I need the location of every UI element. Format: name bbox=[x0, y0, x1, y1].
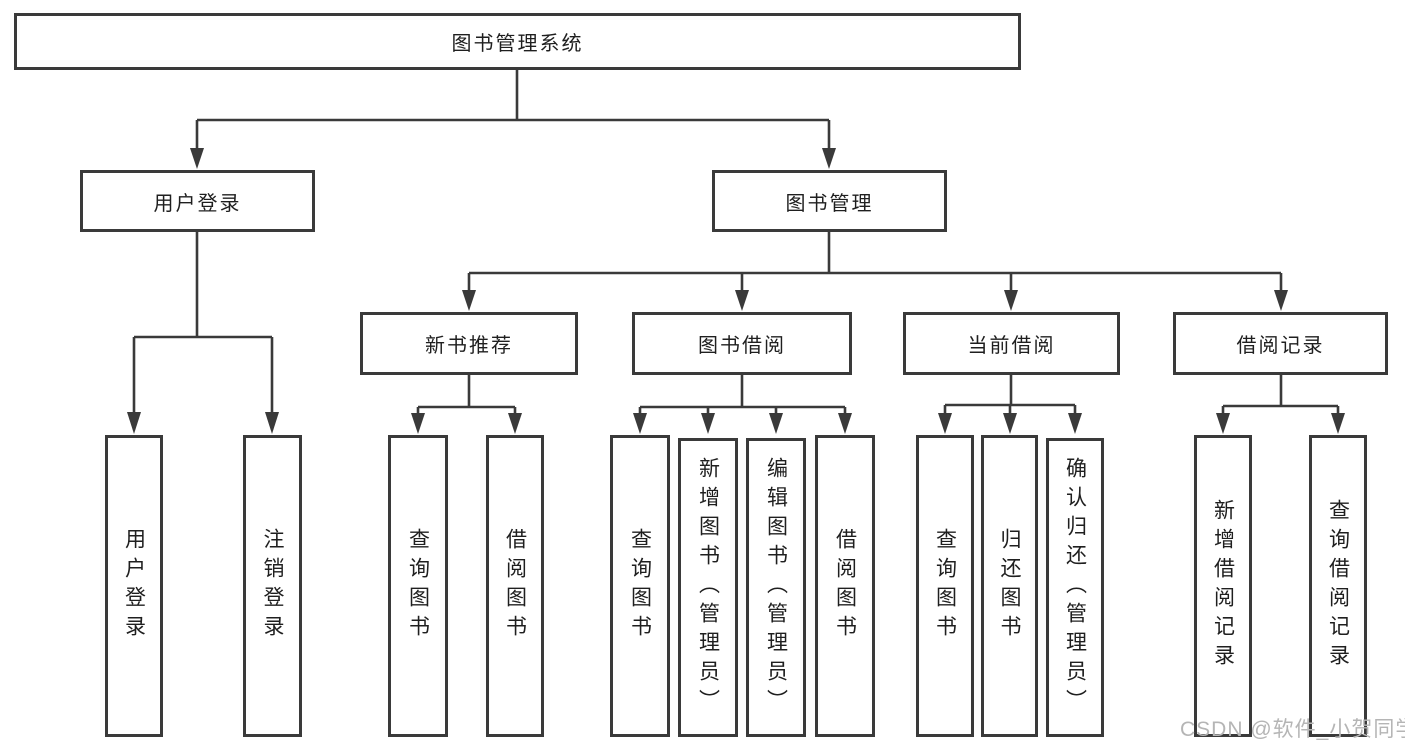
leaf-recommend-borrow-books: 借阅图书 bbox=[486, 435, 544, 737]
leaf-user-login-label: 用户登录 bbox=[122, 528, 146, 644]
leaf-current-query-books: 查询图书 bbox=[916, 435, 974, 737]
leaf-borrowing-borrow-books: 借阅图书 bbox=[815, 435, 875, 737]
node-book-management: 图书管理 bbox=[712, 170, 947, 232]
node-root-label: 图书管理系统 bbox=[451, 33, 584, 55]
leaf-add-books-admin-label: 新增图书（管理员） bbox=[696, 457, 720, 718]
arrowheads bbox=[127, 148, 1345, 434]
node-user-login-label: 用户登录 bbox=[153, 192, 242, 215]
leaf-edit-books-admin-label: 编辑图书（管理员） bbox=[764, 457, 788, 718]
node-new-book-recommendation-label: 新书推荐 bbox=[425, 335, 513, 357]
leaf-query-borrow-record: 查询借阅记录 bbox=[1309, 435, 1367, 737]
leaf-query-borrow-record-label: 查询借阅记录 bbox=[1326, 499, 1350, 673]
leaf-recommend-borrow-books-label: 借阅图书 bbox=[503, 528, 527, 644]
leaf-recommend-query-books: 查询图书 bbox=[388, 435, 448, 737]
leaf-borrowing-query-books: 查询图书 bbox=[610, 435, 670, 737]
leaf-borrowing-query-books-label: 查询图书 bbox=[628, 528, 652, 644]
node-new-book-recommendation: 新书推荐 bbox=[360, 312, 578, 375]
csdn-watermark: CSDN @软件_小贺同学 bbox=[1180, 718, 1405, 741]
node-book-borrowing-label: 图书借阅 bbox=[698, 335, 786, 357]
leaf-add-borrow-record: 新增借阅记录 bbox=[1194, 435, 1252, 737]
node-current-borrowing: 当前借阅 bbox=[903, 312, 1120, 375]
leaf-edit-books-admin: 编辑图书（管理员） bbox=[746, 438, 806, 737]
leaf-recommend-query-books-label: 查询图书 bbox=[406, 528, 430, 644]
leaf-current-query-books-label: 查询图书 bbox=[933, 528, 957, 644]
leaf-add-borrow-record-label: 新增借阅记录 bbox=[1211, 499, 1235, 673]
leaf-logout: 注销登录 bbox=[243, 435, 302, 737]
leaf-add-books-admin: 新增图书（管理员） bbox=[678, 438, 738, 737]
node-borrowing-records-label: 借阅记录 bbox=[1236, 335, 1325, 357]
node-root: 图书管理系统 bbox=[14, 13, 1021, 70]
node-book-borrowing: 图书借阅 bbox=[632, 312, 852, 375]
node-user-login: 用户登录 bbox=[80, 170, 315, 232]
leaf-return-books: 归还图书 bbox=[981, 435, 1038, 737]
leaf-logout-label: 注销登录 bbox=[261, 528, 284, 644]
tree-edges bbox=[132, 70, 1340, 415]
leaf-confirm-return-admin: 确认归还（管理员） bbox=[1046, 438, 1104, 737]
node-book-management-label: 图书管理 bbox=[785, 192, 874, 215]
node-borrowing-records: 借阅记录 bbox=[1173, 312, 1388, 375]
node-current-borrowing-label: 当前借阅 bbox=[967, 335, 1056, 357]
leaf-return-books-label: 归还图书 bbox=[998, 528, 1021, 644]
leaf-confirm-return-admin-label: 确认归还（管理员） bbox=[1063, 457, 1087, 718]
leaf-user-login: 用户登录 bbox=[105, 435, 163, 737]
leaf-borrowing-borrow-books-label: 借阅图书 bbox=[833, 528, 857, 644]
